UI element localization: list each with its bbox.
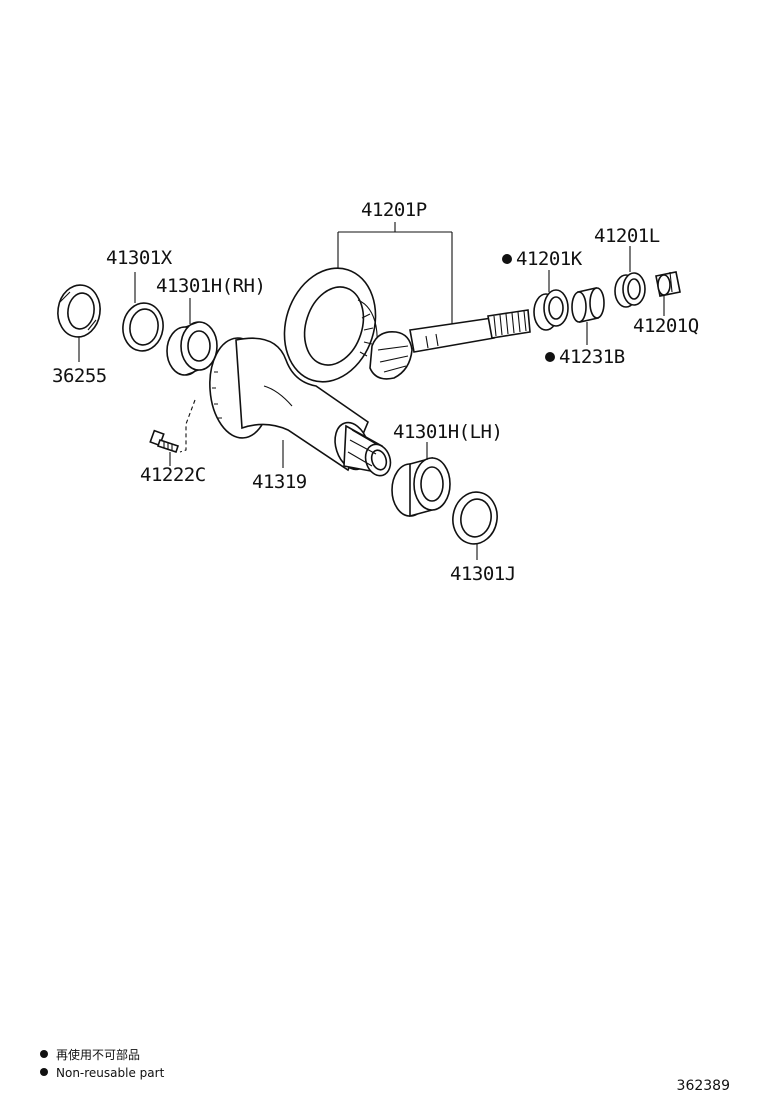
diff-case-41319-shape [209, 337, 392, 477]
bearing-41201K-shape [533, 270, 569, 331]
shim-41301J-shape [452, 491, 498, 560]
label-41201P[interactable]: 41201P [361, 199, 427, 221]
label-41201K[interactable]: 41201K [516, 248, 583, 270]
label-41301X[interactable]: 41301X [106, 247, 173, 269]
bullet-dot-icon [40, 1068, 48, 1076]
label-41319[interactable]: 41319 [252, 471, 307, 493]
label-41231B[interactable]: 41231B [559, 346, 625, 368]
non-reusable-dot-41201K [502, 254, 512, 264]
shim-41301X-shape [122, 272, 164, 352]
bearing-41201L-shape [614, 246, 646, 308]
spacer-41231B-shape [571, 287, 605, 345]
label-41222C[interactable]: 41222C [140, 464, 206, 486]
seal-36255-shape [57, 284, 101, 362]
label-41301H-LH[interactable]: 41301H(LH) [393, 421, 503, 443]
bolt-41222C-shape [149, 399, 196, 466]
non-reusable-dot-41231B [545, 352, 555, 362]
bearing-41301H-LH-shape [391, 442, 451, 518]
leader-41201P [337, 222, 453, 325]
reference-number: 362389 [676, 1078, 730, 1094]
label-41301H-RH[interactable]: 41301H(RH) [156, 275, 266, 297]
ring-gear-shape [283, 267, 378, 383]
label-41301J[interactable]: 41301J [450, 563, 516, 585]
legend-row-jp: 再使用不可部品 [40, 1046, 164, 1064]
nut-41201Q-shape [655, 271, 681, 316]
bearing-41301H-RH-shape [166, 298, 218, 376]
label-41201L[interactable]: 41201L [594, 225, 660, 247]
label-41201Q[interactable]: 41201Q [633, 315, 699, 337]
legend-jp-text: 再使用不可部品 [56, 1048, 141, 1062]
label-36255[interactable]: 36255 [52, 365, 107, 387]
bullet-dot-icon [40, 1050, 48, 1058]
legend-row-en: Non-reusable part [40, 1064, 164, 1082]
legend: 再使用不可部品 Non-reusable part [40, 1046, 164, 1082]
legend-en-text: Non-reusable part [56, 1066, 165, 1080]
pinion-shaft-shape [369, 309, 531, 380]
